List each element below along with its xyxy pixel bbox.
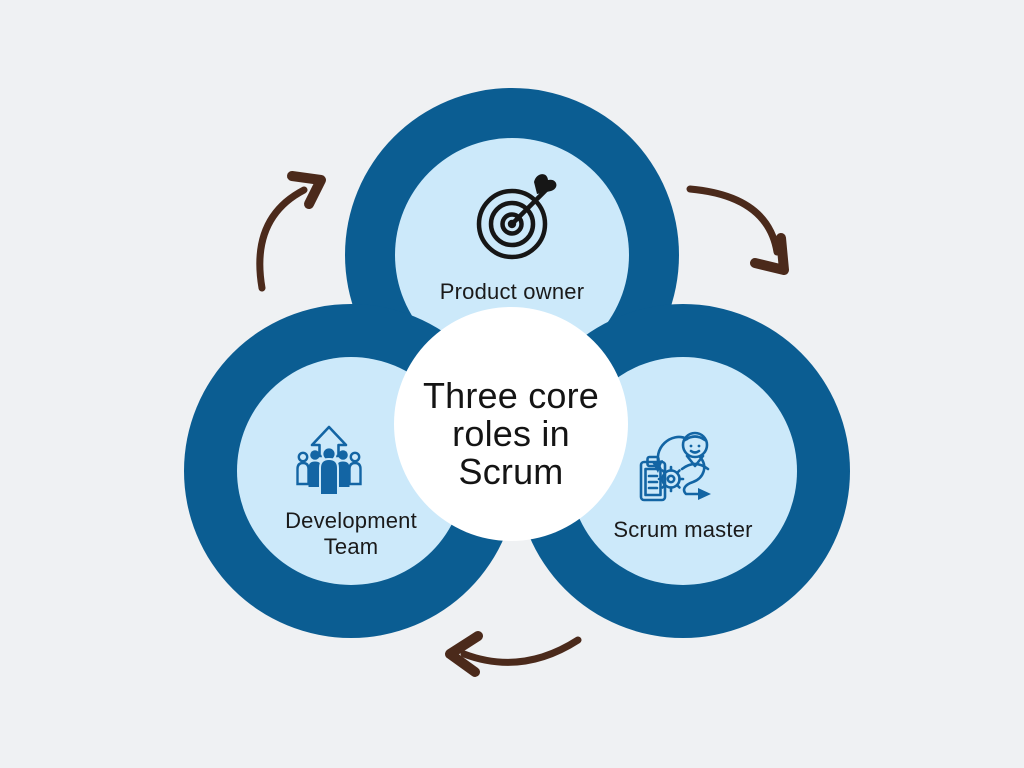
team-growth-icon	[294, 424, 364, 503]
scrum-master-label: Scrum master	[613, 517, 753, 542]
diagram-title: Three core roles in Scrum	[401, 377, 621, 491]
title-line-1: Three core	[422, 375, 600, 416]
target-icon	[470, 172, 562, 269]
center-circle	[394, 307, 628, 541]
title-line-2: roles in	[452, 413, 570, 454]
curved-arrow-up-right-icon	[248, 160, 338, 305]
curved-arrow-left-icon	[438, 626, 590, 691]
curved-arrow-down-right-icon	[678, 178, 798, 288]
scrum-cycle-icon	[638, 420, 720, 519]
development-team-label: Development Team	[285, 508, 417, 559]
title-line-3: Scrum	[458, 451, 564, 492]
product-owner-label: Product owner	[439, 279, 585, 304]
